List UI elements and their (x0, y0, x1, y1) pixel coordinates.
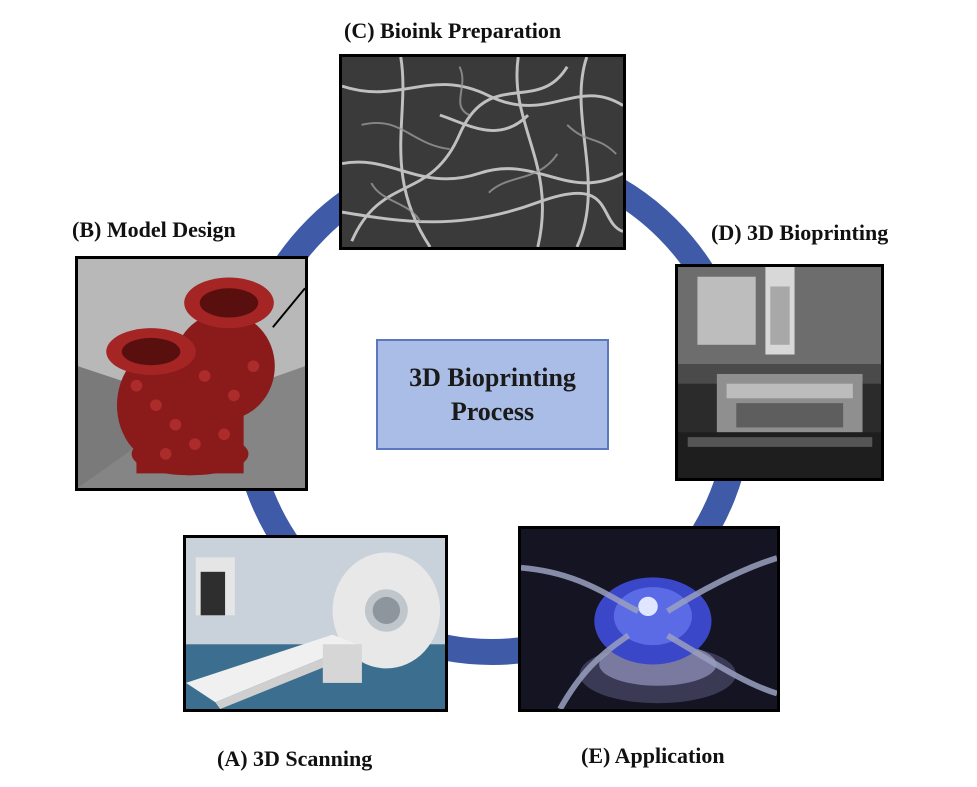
process-title-line1: 3D Bioprinting (409, 362, 576, 392)
step-d-image (675, 264, 884, 481)
step-b-image (75, 256, 308, 491)
step-d-label: (D) 3D Bioprinting (711, 220, 889, 245)
step-b-label: (B) Model Design (72, 217, 236, 242)
step-a-label: (A) 3D Scanning (217, 746, 373, 771)
process-title-line2: Process (450, 396, 535, 426)
step-c-image (339, 54, 626, 250)
step-c-label: (C) Bioink Preparation (344, 18, 562, 43)
step-e-label: (E) Application (581, 743, 725, 768)
step-a-image (183, 535, 448, 712)
step-e-image (518, 526, 780, 712)
process-title-box: 3D Bioprinting Process (376, 339, 609, 450)
